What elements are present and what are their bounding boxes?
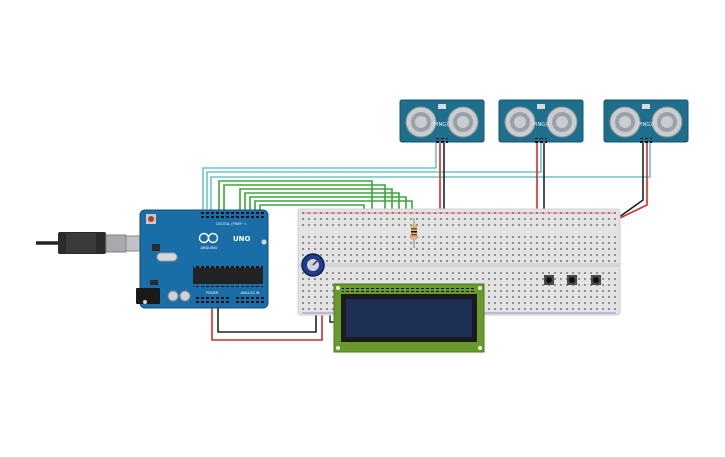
power-jack[interactable] bbox=[136, 288, 160, 304]
push-button-2[interactable] bbox=[567, 275, 577, 285]
resistor[interactable] bbox=[411, 218, 417, 248]
arduino-logo-icon bbox=[198, 232, 219, 244]
arduino-model-logo: UNO bbox=[233, 235, 251, 243]
wire-teal-sensor-3[interactable] bbox=[210, 143, 651, 213]
potentiometer[interactable] bbox=[301, 253, 325, 277]
sensor-1-label: PING)) bbox=[434, 122, 450, 128]
arduino-brand: ARDUINO bbox=[201, 246, 218, 250]
push-button-3[interactable] bbox=[591, 275, 601, 285]
push-button-1[interactable] bbox=[544, 275, 554, 285]
reset-button[interactable] bbox=[146, 214, 156, 224]
ultrasonic-sensor-3[interactable]: PING)) bbox=[603, 99, 689, 143]
ultrasonic-sensor-2[interactable]: PING)) bbox=[498, 99, 584, 143]
capacitor-2 bbox=[179, 290, 191, 302]
sensor-2-label: PING)) bbox=[533, 122, 549, 128]
arduino-uno[interactable]: DIGITAL (PWM~) POWER ANALOG IN UNO ARDUI… bbox=[136, 209, 269, 309]
breadboard-holes-a bbox=[302, 232, 616, 262]
capacitor-1 bbox=[167, 290, 179, 302]
microcontroller-chip bbox=[193, 268, 263, 284]
wire-teal-sensor-2[interactable] bbox=[206, 143, 542, 213]
ultrasonic-sensor-1[interactable]: PING)) bbox=[399, 99, 485, 143]
power-header bbox=[194, 297, 230, 303]
usb-cable[interactable] bbox=[36, 232, 143, 254]
digital-header-label: DIGITAL (PWM~) bbox=[216, 222, 246, 226]
push-buttons bbox=[544, 275, 601, 285]
lcd-screen bbox=[346, 299, 472, 337]
wire-red-sensor-3[interactable] bbox=[619, 143, 648, 219]
lcd-display[interactable] bbox=[333, 283, 485, 353]
power-label: POWER bbox=[206, 291, 219, 295]
sensor-3-label: PING)) bbox=[638, 122, 654, 128]
wire-teal-sensor-1[interactable] bbox=[202, 143, 437, 213]
analog-label: ANALOG IN bbox=[241, 291, 260, 295]
breadboard-top-rail bbox=[302, 212, 616, 226]
analog-header bbox=[236, 297, 264, 303]
wire-black-sensor-3[interactable] bbox=[614, 143, 644, 221]
digital-header bbox=[199, 212, 264, 218]
